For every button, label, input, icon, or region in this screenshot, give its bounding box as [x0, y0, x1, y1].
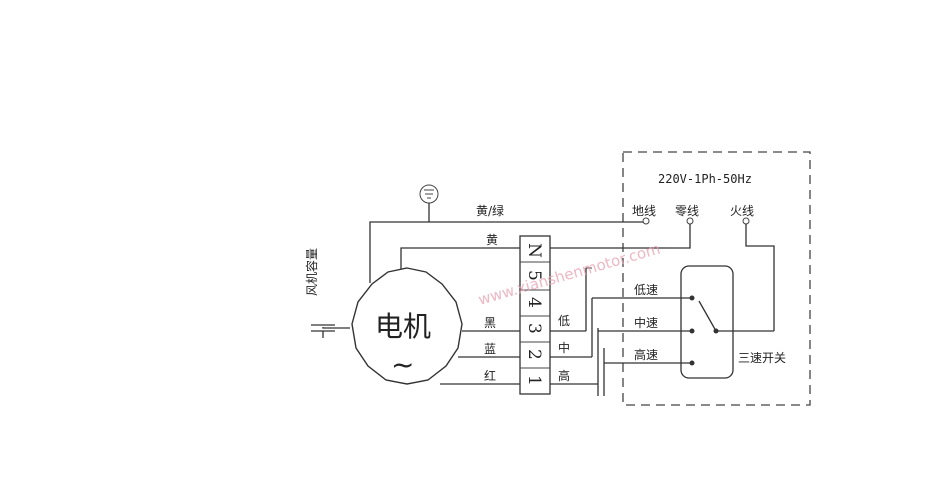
switch-high-label: 高速 [634, 347, 658, 362]
switch-low-label: 低速 [634, 283, 658, 297]
blue-wire-label: 蓝 [484, 342, 496, 356]
speed-bus [550, 267, 599, 396]
terminal-4: 4 [524, 297, 544, 308]
supply-enclosure [622, 151, 811, 406]
capacitor-icon [311, 324, 350, 338]
switch-mid-label: 中速 [634, 315, 658, 330]
neutral-terminal [686, 217, 694, 225]
motor-housing [351, 267, 463, 385]
capacitor-label: 风机容量 [304, 248, 319, 296]
live-terminal [742, 217, 750, 225]
speed-tap-low: 低 [558, 314, 570, 328]
live-supply-wire [745, 224, 775, 331]
black-wire-label: 黑 [484, 316, 496, 330]
terminal-5: 5 [524, 270, 544, 281]
neutral-supply-wire [550, 224, 691, 249]
switch-blade [698, 300, 717, 332]
earth-terminal [642, 217, 650, 225]
red-wire-label: 红 [484, 368, 496, 383]
live-label: 火线 [730, 204, 754, 218]
neutral-label: 零线 [675, 204, 699, 218]
earth-label: 地线 [632, 204, 656, 218]
speed-tap-mid: 中 [558, 340, 570, 355]
ground-icon [419, 184, 439, 222]
terminal-block: N 5 4 3 2 1 [519, 235, 551, 395]
motor-ac-symbol: ~ [391, 348, 414, 381]
terminal-3: 3 [524, 323, 544, 334]
terminal-2: 2 [524, 349, 544, 360]
earth-wire [369, 221, 643, 283]
supply-spec: 220V-1Ph-50Hz [658, 172, 752, 186]
terminal-1: 1 [524, 375, 544, 386]
three-speed-switch [680, 265, 774, 379]
terminal-n: N [524, 243, 544, 258]
switch-name: 三速开关 [738, 351, 786, 365]
yellow-wire-label: 黄 [486, 233, 498, 247]
earth-wire-label: 黄/绿 [476, 203, 504, 218]
motor-label: 电机 [375, 310, 431, 343]
speed-tap-high: 高 [558, 368, 570, 383]
